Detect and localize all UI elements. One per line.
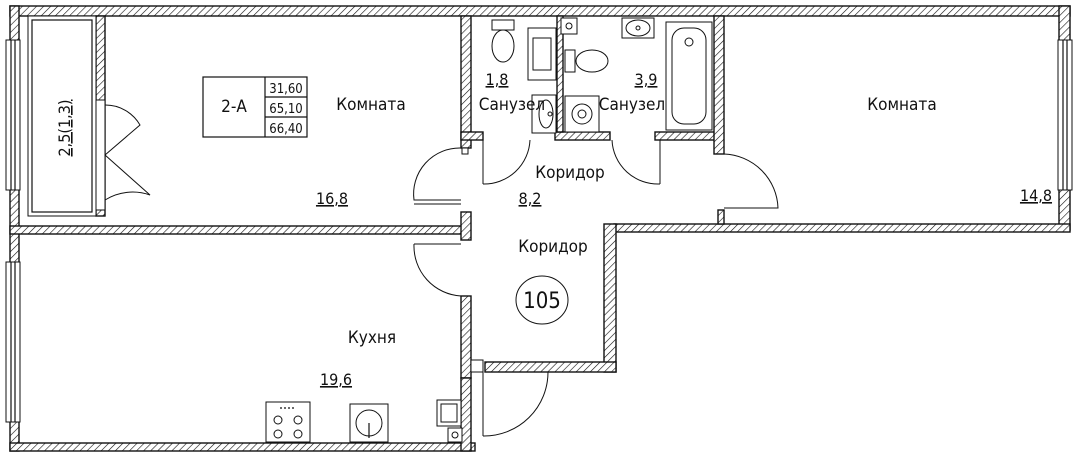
wall-bath-left [460,15,472,149]
toilet-large-bath [564,49,609,73]
door-kitchen [413,243,462,297]
bath-wall-bottom-left [460,131,484,141]
bath-wall-bottom-right [654,131,718,141]
bath-divider [556,15,564,133]
wall-right-room-bottom [613,223,1071,233]
doors [104,104,779,437]
room-left-area: 16,8 [316,189,348,208]
window-balcony [5,39,21,191]
bath-small-name: Санузел [479,95,545,115]
towel-rack [527,27,557,81]
door-left-room [413,147,462,201]
stove [265,401,311,443]
plan-info-box: 2-А 31,60 65,10 66,40 [202,76,308,138]
riser [436,17,578,443]
balcony-area: 2,5(1,3) [55,100,74,157]
plan-area-living: 31,60 [269,82,302,97]
toilet-small-bath [491,19,515,63]
outer-wall-bottom [9,442,476,452]
bathtub [665,21,713,131]
wall-room-kitchen [9,225,466,235]
plan-area-with-balcony: 66,40 [269,122,302,137]
fixtures [265,17,713,443]
plan-code: 2-А [221,97,247,117]
kitchen-name: Кухня [348,328,396,348]
window-right-room [1057,39,1073,191]
balcony-door-frame [95,99,106,211]
window-kitchen [5,261,21,423]
wall-kitchen-corridor [460,295,472,379]
windows [5,15,1073,423]
door-bath-small [482,139,531,185]
bath-wall-bottom-mid [554,131,611,141]
kitchen-sink [349,403,389,443]
bath-large-area: 3,9 [635,70,658,89]
wall-corridor-right [603,223,617,373]
door-entrance [482,371,549,437]
wall-bath-right [713,15,725,155]
wall-room-corridor [460,211,472,241]
plan-area-total: 65,10 [269,102,302,117]
door-right-room [723,153,779,209]
corridor-upper-name: Коридор [535,163,605,183]
corridor-upper-area: 8,2 [519,189,542,208]
door-balcony-upper [104,104,141,156]
sink-large-bath [621,17,655,39]
washing-machine [564,95,600,133]
kitchen-area: 19,6 [320,370,352,389]
door-balcony-lower [104,154,151,201]
bath-small-area: 1,8 [486,70,509,89]
room-labels: Комната 16,8 Комната 14,8 Кухня 19,6 1,8… [55,70,1052,389]
apartment-number: 105 [523,289,561,314]
outer-wall-top [9,5,1071,17]
room-right-name: Комната [867,95,936,115]
bath-large-name: Санузел [599,95,665,115]
wall-corridor-bottom [484,361,617,373]
door-bath-large [611,139,661,185]
wall-right-room-stub [717,209,725,225]
walls [9,5,1071,452]
balcony-glazing [27,15,97,217]
sink-small-bath [531,94,557,134]
room-left-name: Комната [336,95,405,115]
apartment-number-badge: 105 [515,275,569,325]
room-right-area: 14,8 [1020,186,1052,205]
corridor-lower-name: Коридор [518,237,588,257]
